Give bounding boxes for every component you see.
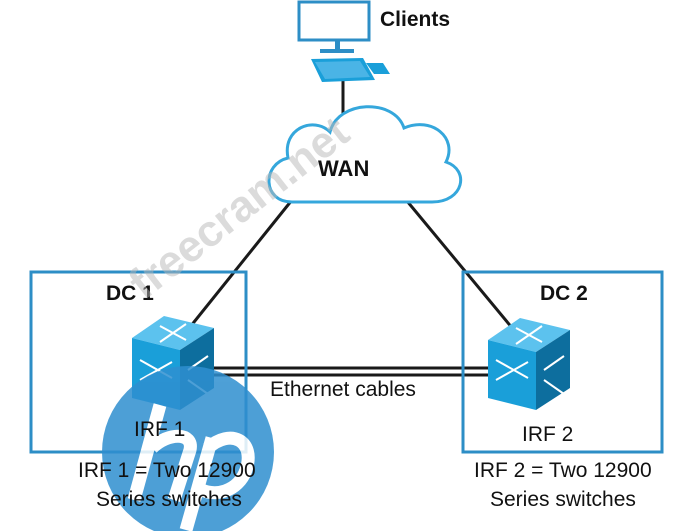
wan-cloud-icon (267, 105, 463, 204)
hp-logo-watermark (102, 366, 274, 531)
irf2-label: IRF 2 (522, 423, 574, 446)
dc1-caption-line1: IRF 1 = Two 12900 (78, 459, 256, 482)
dc2-box (461, 270, 664, 454)
computer-icon (297, 0, 390, 82)
switch-icon-irf2 (488, 318, 570, 410)
dc1-label: DC 1 (106, 282, 154, 305)
wan-label: WAN (318, 156, 370, 181)
clients-label: Clients (380, 8, 451, 31)
dc2-caption-line1: IRF 2 = Two 12900 (474, 459, 652, 482)
irf1-label: IRF 1 (134, 418, 186, 441)
dc2-label: DC 2 (540, 282, 588, 305)
dc1-caption-line2: Series switches (96, 488, 242, 511)
ethernet-cables-label: Ethernet cables (270, 378, 416, 401)
ethernet-cables-link (205, 366, 505, 377)
wan-dc1-link (176, 194, 298, 343)
wan-dc2-link (400, 194, 520, 336)
dc2-caption-line2: Series switches (490, 488, 636, 511)
